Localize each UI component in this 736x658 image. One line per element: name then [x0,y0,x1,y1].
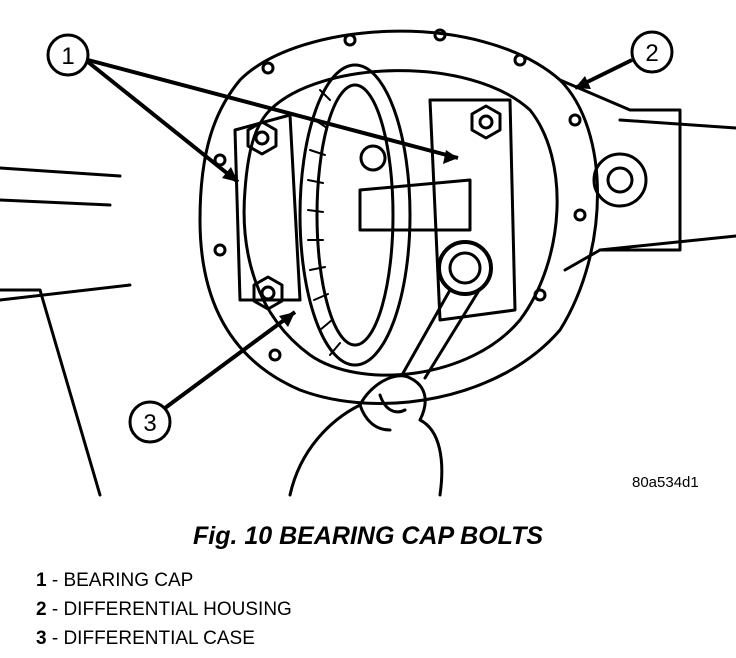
bolt-top-right [470,104,502,140]
legend-text: - DIFFERENTIAL CASE [46,628,255,649]
legend-item: 2 - DIFFERENTIAL HOUSING [36,595,292,624]
bearing-cap-right [428,98,517,322]
callout-2: 2 [574,30,674,90]
ring-gear [298,63,412,367]
art-code: 80a534d1 [632,474,699,491]
housing-flange [198,29,599,405]
callout-3: 3 [128,310,297,444]
differential-illustration: 1 2 3 [0,28,736,497]
callout-1: 1 [46,33,459,184]
differential-case [358,178,472,232]
axle-tube-left [0,166,132,302]
ring-gear-teeth [307,89,341,356]
hand [288,374,444,497]
bolt-center [359,144,387,172]
axle-tube-right [598,118,736,252]
housing-opening [242,69,559,377]
figure-caption: Fig. 10 BEARING CAP BOLTS [192,522,544,550]
bolt-bottom-left [252,275,284,311]
legend: 1 - BEARING CAP 2 - DIFFERENTIAL HOUSING… [36,566,292,653]
legend-number: 1 [36,570,47,591]
box-end-wrench [400,240,493,380]
legend-text: - BEARING CAP [46,570,194,591]
vehicle-frame-left [0,288,102,497]
legend-text: - DIFFERENTIAL HOUSING [46,599,292,620]
callout-1-label: 1 [61,43,74,70]
legend-item: 1 - BEARING CAP [36,566,292,595]
legend-number: 3 [36,628,47,649]
legend-number: 2 [36,599,47,620]
callout-3-label: 3 [143,410,156,437]
callout-2-label: 2 [645,40,658,67]
bolt-top-left [246,120,278,156]
housing-side [558,78,682,272]
housing-boss [592,152,648,208]
legend-item: 3 - DIFFERENTIAL CASE [36,624,292,653]
bearing-cap-left [233,113,302,302]
